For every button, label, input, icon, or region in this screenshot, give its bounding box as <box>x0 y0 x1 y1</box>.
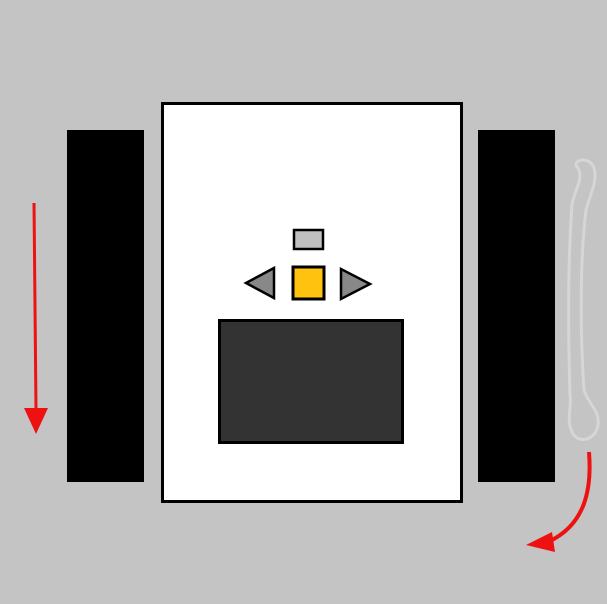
triangle-left-icon[interactable] <box>243 265 276 301</box>
square-icon[interactable] <box>291 265 326 301</box>
hand-outline <box>567 158 600 441</box>
triangle-right-icon[interactable] <box>339 266 373 302</box>
left-side-panel <box>67 130 144 482</box>
arrow-down-icon <box>24 202 48 434</box>
device-screen <box>218 319 404 444</box>
curved-arrow-icon <box>526 451 592 552</box>
rectangle-icon[interactable] <box>292 228 325 251</box>
right-side-panel <box>478 130 555 482</box>
